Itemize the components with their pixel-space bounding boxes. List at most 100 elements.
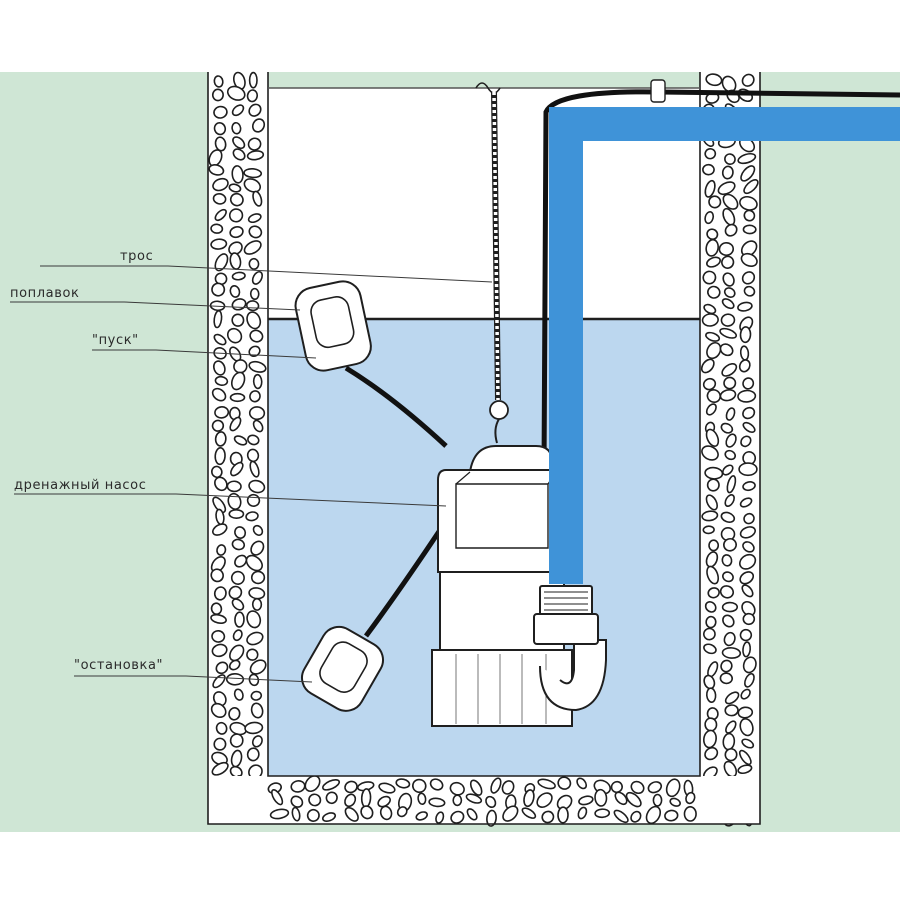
- gravel-stone: [739, 526, 756, 539]
- gravel-stone: [704, 147, 717, 160]
- gravel-stone: [228, 208, 244, 223]
- gravel-stone: [452, 794, 463, 807]
- gravel-stone: [213, 333, 227, 346]
- gravel-stone: [213, 121, 227, 136]
- gravel-right-wall: [700, 72, 760, 827]
- gravel-stone: [230, 371, 246, 391]
- gravel-stone: [428, 797, 446, 808]
- gravel-stone: [306, 808, 320, 822]
- gravel-stone: [246, 631, 264, 646]
- gravel-stone: [706, 256, 721, 268]
- gravel-stone: [486, 809, 497, 827]
- gravel-stone: [739, 628, 753, 642]
- gravel-stone: [211, 630, 226, 643]
- gravel-stone: [739, 571, 755, 585]
- gravel-stone: [243, 178, 262, 193]
- gravel-stone: [308, 793, 322, 807]
- gravel-stone: [702, 525, 715, 535]
- gravel-stone: [244, 721, 264, 735]
- gravel-stone: [231, 104, 245, 117]
- gravel-stone: [230, 461, 244, 477]
- gravel-stone: [701, 313, 719, 327]
- gravel-stone: [232, 148, 246, 161]
- gravel-stone: [701, 445, 719, 461]
- gravel-stone: [630, 780, 645, 795]
- gravel-stone: [249, 390, 261, 403]
- pit-outline: [267, 72, 701, 777]
- gravel-stone: [232, 136, 246, 150]
- gravel-stone: [233, 435, 248, 446]
- gravel-stone: [208, 164, 225, 176]
- gravel-stone: [246, 311, 262, 330]
- sky-band: [0, 0, 900, 72]
- gravel-stone: [243, 168, 263, 179]
- gravel-stone: [701, 510, 719, 522]
- gravel-stone: [233, 359, 248, 374]
- gravel-stone: [708, 539, 720, 552]
- gravel-stone: [743, 285, 756, 297]
- gravel-stone: [724, 691, 740, 705]
- gravel-stone: [322, 778, 341, 791]
- gravel-stone: [248, 225, 263, 239]
- gravel-stone: [738, 359, 751, 373]
- gravel-stone: [722, 571, 734, 583]
- gravel-stone: [304, 775, 321, 793]
- gravel-stone: [247, 213, 262, 224]
- gravel-stone: [247, 434, 260, 446]
- gravel-stone: [577, 806, 588, 820]
- gravel-stone: [740, 165, 756, 182]
- gravel-stone: [213, 75, 224, 88]
- label-tros: трос: [40, 249, 493, 283]
- gravel-stone: [211, 643, 228, 658]
- gravel-stone: [625, 791, 642, 808]
- label-poplavok-text: поплавок: [10, 286, 80, 301]
- gravel-stone: [702, 163, 715, 176]
- gravel-stone: [706, 565, 720, 585]
- gravel-stone: [225, 672, 245, 686]
- gravel-stone: [683, 806, 697, 822]
- gravel-stone: [248, 257, 260, 270]
- gravel-stone: [246, 150, 265, 161]
- start-float-cable: [344, 365, 448, 448]
- gravel-stone: [721, 601, 739, 613]
- gravel-stone: [614, 791, 628, 806]
- gravel-stone: [647, 781, 663, 794]
- gravel-stone: [450, 810, 465, 824]
- gravel-stone: [741, 73, 755, 87]
- gravel-stone: [248, 360, 267, 373]
- gravel-stone: [415, 811, 428, 821]
- gravel-stone: [229, 733, 244, 748]
- gravel-stone: [594, 788, 608, 807]
- gravel-stone: [720, 313, 736, 327]
- gravel-stone: [231, 121, 242, 135]
- gravel-stone: [379, 805, 393, 821]
- gravel-stone: [465, 793, 483, 804]
- gravel-stone: [214, 136, 227, 152]
- gravel-stone: [722, 464, 734, 476]
- gravel-stone: [344, 793, 357, 808]
- gravel-stone: [212, 193, 227, 205]
- gravel-stone: [704, 179, 716, 198]
- gravel-stone: [744, 672, 755, 688]
- gravel-stone: [248, 406, 266, 421]
- gravel-stone: [739, 497, 753, 508]
- gravel-stone: [210, 568, 224, 583]
- gravel-stone: [541, 810, 555, 824]
- gravel-stone: [704, 717, 718, 732]
- gravel-stone: [251, 735, 263, 748]
- gravel-stone: [469, 779, 483, 796]
- gravel-stone: [248, 673, 260, 687]
- gravel-stone: [737, 152, 757, 165]
- gravel-stone: [226, 480, 242, 493]
- gravel-stone: [557, 776, 572, 790]
- gravel-stone: [721, 165, 734, 180]
- gravel-stone: [228, 241, 243, 256]
- gravel-stone: [360, 805, 374, 820]
- gravel-stone: [738, 462, 758, 477]
- gravel-stone: [743, 209, 756, 222]
- bottom-band: [0, 832, 900, 900]
- gravel-stone: [726, 475, 737, 494]
- gravel-stone: [246, 648, 259, 661]
- gravel-stone: [724, 449, 737, 461]
- gravel-stone: [210, 613, 227, 625]
